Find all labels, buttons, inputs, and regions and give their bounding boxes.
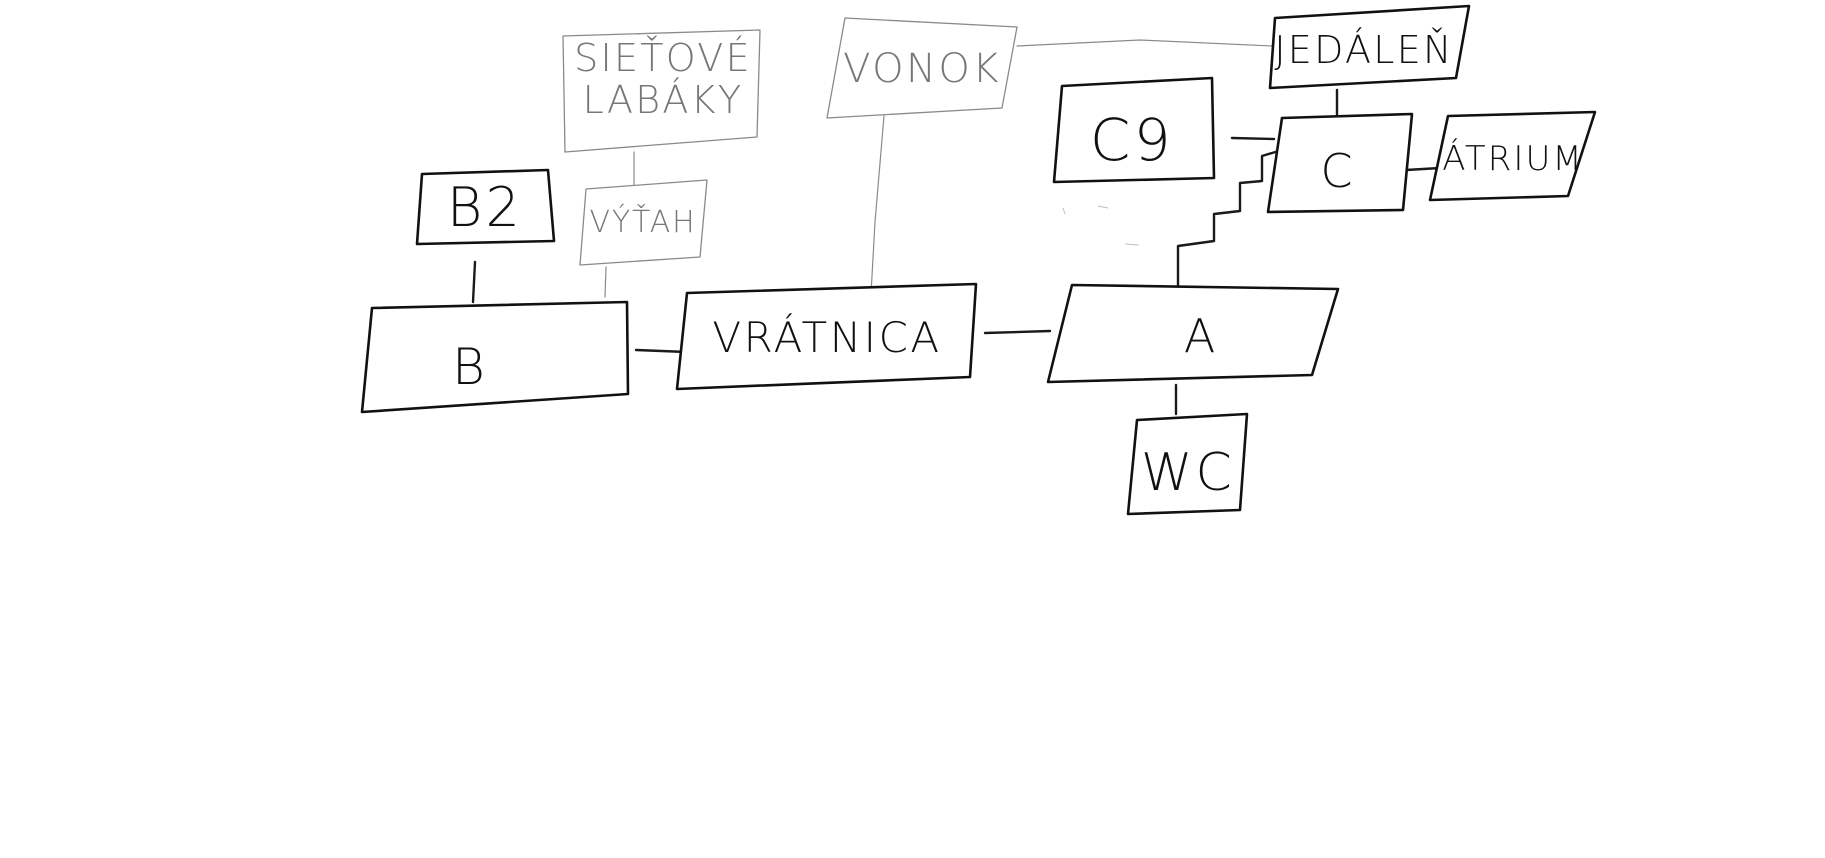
node-label: B <box>452 338 488 396</box>
edge-vratnica-a <box>983 329 1052 335</box>
node-vratnica: VRÁTNICA <box>675 282 978 391</box>
node-box <box>579 179 708 266</box>
edge-vytah-b <box>604 266 607 298</box>
node-box <box>1046 283 1340 384</box>
node-vonok: VONOK <box>826 17 1018 119</box>
node-label: VRÁTNICA <box>712 312 941 362</box>
edge-b2-b <box>471 260 477 304</box>
node-label: B2 <box>447 176 523 239</box>
edges-layer <box>471 39 1442 416</box>
node-box <box>1126 412 1249 516</box>
node-vytah: VÝŤAH <box>579 179 708 266</box>
stray-marks <box>1062 205 1140 246</box>
node-label: VÝŤAH <box>590 204 697 240</box>
node-label: C <box>1321 144 1356 198</box>
node-b2: B2 <box>415 168 556 246</box>
node-label: SIEŤOVÉ <box>574 36 752 80</box>
edge-vonok-vratnica <box>870 115 885 295</box>
node-label: ÁTRIUM <box>1442 138 1584 179</box>
node-box <box>1052 76 1216 184</box>
node-box <box>360 300 630 414</box>
node-label: LABÁKY <box>583 78 744 122</box>
node-label: WC <box>1141 443 1235 503</box>
edge-a-c <box>1176 148 1284 287</box>
node-atrium: ÁTRIUM <box>1428 110 1597 202</box>
node-box <box>826 17 1018 119</box>
node-box <box>415 168 556 246</box>
node-b: B <box>360 300 630 414</box>
edge-c9-c <box>1230 136 1276 141</box>
node-c9: C9 <box>1052 76 1216 184</box>
node-label: VONOK <box>843 46 1001 92</box>
node-label: C9 <box>1090 106 1174 174</box>
node-box <box>562 29 761 153</box>
node-jedalen: JEDÁLEŇ <box>1268 4 1471 90</box>
node-box <box>1268 4 1471 90</box>
node-wc: WC <box>1126 412 1249 516</box>
node-c: C <box>1266 112 1414 214</box>
edge-b-vratnica <box>634 348 689 354</box>
edge-c-atrium <box>1404 166 1442 172</box>
edge-vonok-jedalen <box>1016 39 1273 47</box>
node-label: A <box>1184 309 1218 363</box>
node-box <box>1266 112 1414 214</box>
node-box <box>675 282 978 391</box>
node-box <box>1428 110 1597 202</box>
node-label: JEDÁLEŇ <box>1274 28 1453 72</box>
node-a: A <box>1046 283 1340 384</box>
